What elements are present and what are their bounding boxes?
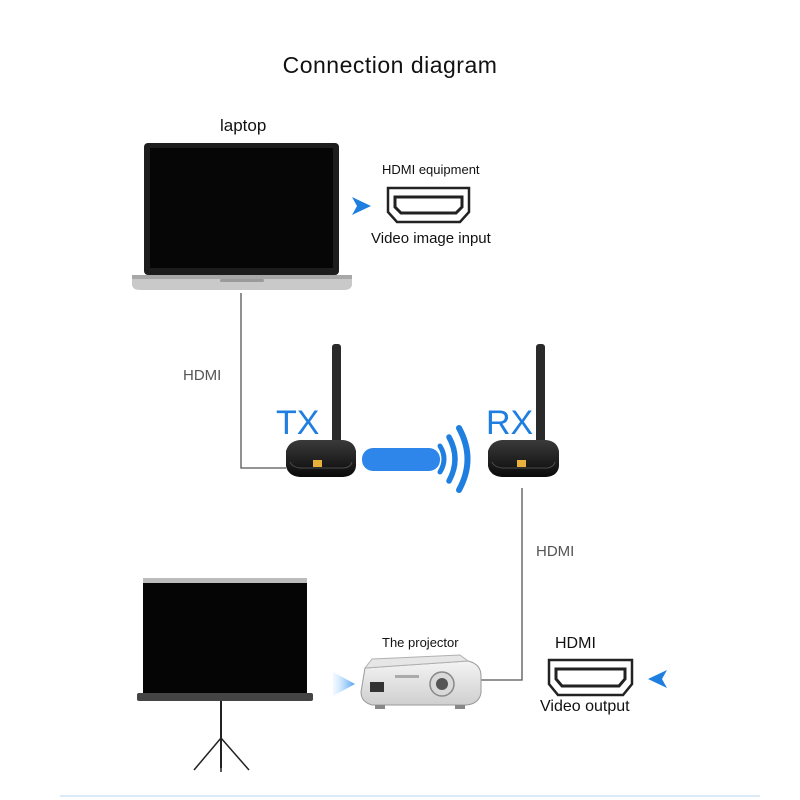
wireless-link-bar (362, 448, 440, 471)
wireless-signal-icon (437, 425, 471, 493)
bottom-divider (60, 795, 760, 797)
hdmi-output-port-icon (547, 658, 634, 697)
hdmi-cable-rx (480, 488, 523, 681)
receiver-icon (488, 344, 559, 477)
hdmi-rx-link-label: HDMI (536, 543, 575, 560)
tx-label: TX (276, 404, 320, 442)
video-input-caption: Video image input (371, 230, 491, 247)
hdmi-tx-link-label: HDMI (183, 367, 222, 384)
hdmi-cable-tx (240, 293, 286, 469)
projector-beam (333, 672, 355, 696)
projector-label: The projector (382, 635, 459, 650)
video-output-caption: Video output (540, 698, 630, 715)
hdmi-output-label: HDMI (555, 635, 596, 652)
projection-screen-icon (137, 578, 313, 772)
hdmi-port-icon (386, 186, 471, 224)
arrow-out-icon (648, 670, 667, 688)
laptop-label: laptop (220, 116, 267, 135)
laptop-icon (132, 143, 352, 290)
projector-icon (360, 654, 482, 709)
rx-label: RX (486, 404, 534, 442)
transmitter-icon (286, 344, 356, 477)
arrow-in-icon (352, 197, 371, 215)
hdmi-equipment-label: HDMI equipment (382, 162, 480, 177)
diagram-title: Connection diagram (282, 52, 498, 78)
